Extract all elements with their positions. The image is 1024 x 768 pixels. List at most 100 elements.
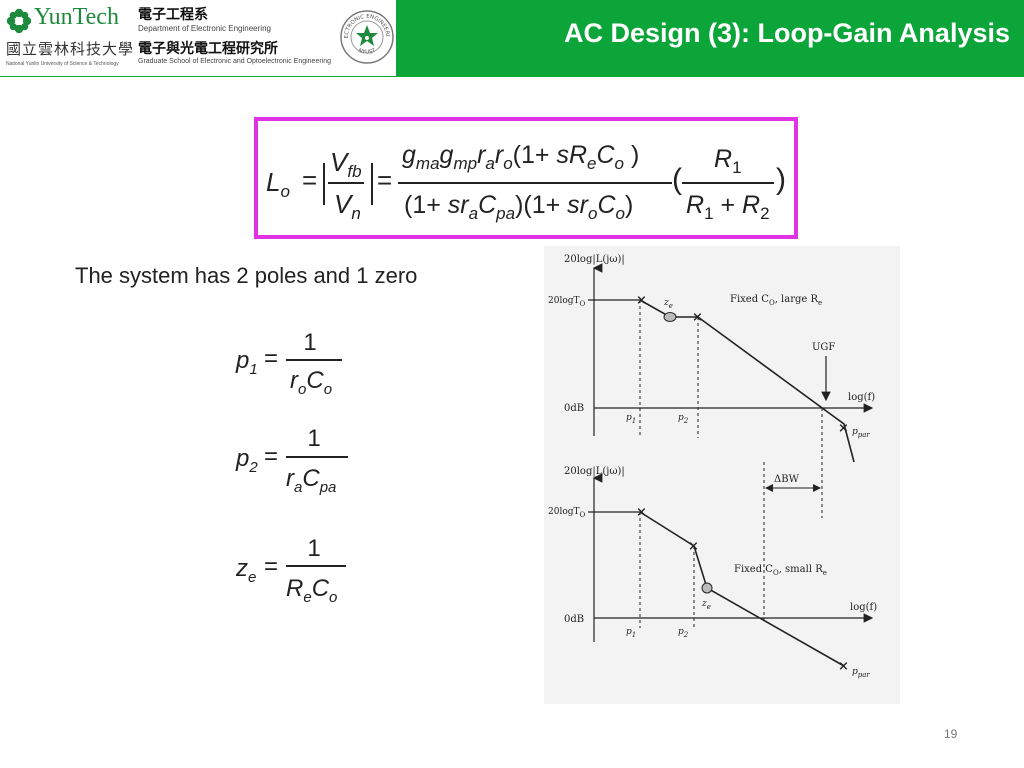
p1-den-a-sub: o	[298, 381, 306, 398]
bottom-note-a-sub: O	[773, 569, 779, 577]
bottom-p2-label: p	[678, 627, 684, 637]
top-note-b: , large R	[775, 294, 819, 305]
r2-den-symbol: R	[742, 191, 760, 219]
den1-open: (1+	[404, 191, 448, 219]
pole-zero-equations: p1 = 1 roCo p2 = 1 raCpa ze = 1 ReCo	[235, 329, 348, 606]
ro-sub: o	[503, 154, 512, 173]
top-xlabel: log(f)	[848, 392, 875, 403]
bottom-zero-marker	[701, 582, 713, 594]
svg-text:p1: p1	[626, 627, 636, 639]
co2-symbol: C	[597, 191, 616, 219]
top-level-label: 20logT	[548, 296, 580, 306]
ze-symbol: z	[235, 555, 248, 582]
top-ze-label: z	[663, 298, 669, 308]
sra-sub: a	[469, 204, 478, 223]
den2-open: (1+	[523, 191, 567, 219]
ze-den-b: C	[312, 575, 330, 602]
bottom-level-sub: O	[580, 511, 586, 519]
r1-num-sub: 1	[732, 158, 741, 177]
svg-text:(1+ sraCpa)(1+ sroCo): (1+ sraCpa)(1+ sroCo)	[404, 191, 633, 223]
svg-text:p1: p1	[235, 347, 258, 378]
equation-p2: p2 = 1 raCpa	[235, 425, 348, 496]
bottom-note-b: , small R	[779, 564, 824, 575]
gma-symbol: g	[402, 141, 416, 169]
top-ppar-marker: ×	[838, 421, 849, 436]
department-seal-icon: ELECTRONIC ENGINEERING NYUST	[339, 1, 394, 64]
graduate-school-en: Graduate School of Electronic and Optoel…	[138, 58, 332, 65]
bottom-ylabel: 20log|L(jω)|	[564, 466, 625, 477]
bottom-note-a: Fixed C	[734, 564, 773, 575]
top-p2-sub: 2	[683, 417, 689, 425]
top-note-a-sub: O	[769, 299, 775, 307]
svg-text:20logTO: 20logTO	[548, 507, 586, 519]
bottom-magnitude-curve	[639, 511, 845, 667]
top-p2-marker: ×	[692, 310, 703, 325]
bottom-p2-sub: 2	[683, 631, 689, 639]
top-ppar-label: p	[852, 427, 858, 437]
bottom-ppar-label: p	[852, 667, 858, 677]
ra-symbol: r	[477, 141, 487, 169]
divider-plus: +	[714, 191, 743, 219]
svg-text:Vn: Vn	[334, 189, 361, 223]
co-sub: o	[615, 154, 624, 173]
r1-den-symbol: R	[686, 191, 704, 219]
top-ugf-label: UGF	[812, 342, 835, 353]
sra-symbol: sr	[448, 191, 471, 219]
top-p1-label: p	[626, 413, 632, 423]
ze-sub: e	[248, 569, 256, 586]
p1-numerator: 1	[303, 329, 316, 356]
ro-symbol: r	[495, 141, 505, 169]
header-title-bar: AC Design (3): Loop-Gain Analysis	[396, 0, 1024, 76]
svg-text:(: (	[672, 163, 682, 196]
co2-sub: o	[616, 204, 625, 223]
num-paren-close: )	[624, 141, 639, 169]
svg-text:ze: ze	[663, 298, 673, 310]
p1-den-a: r	[290, 367, 299, 394]
svg-text:=: =	[264, 345, 278, 372]
p2-sub: 2	[248, 459, 258, 476]
gmp-sub: mp	[453, 154, 477, 173]
ze-den-b-sub: o	[329, 589, 337, 606]
p2-numerator: 1	[307, 425, 320, 452]
svg-text:p2: p2	[235, 445, 258, 476]
svg-text:=: =	[264, 553, 278, 580]
top-level-sub: O	[580, 300, 586, 308]
bottom-level-label: 20logT	[548, 507, 580, 517]
p1-symbol: p	[235, 347, 249, 374]
bottom-p1-marker: ×	[636, 505, 647, 520]
sro-symbol: sr	[567, 191, 590, 219]
ze-numerator: 1	[307, 535, 320, 562]
svg-text:p1: p1	[626, 413, 636, 425]
svg-text:Vfb: Vfb	[330, 147, 362, 181]
top-zero-marker	[663, 312, 677, 322]
vn-sub: n	[351, 204, 360, 223]
bottom-ze-sub: e	[707, 603, 711, 611]
top-ylabel: 20log|L(jω)|	[564, 254, 625, 265]
p1-den-b: C	[306, 367, 324, 394]
svg-text:ze: ze	[701, 599, 711, 611]
svg-text:p2: p2	[678, 627, 689, 639]
cpa-symbol: C	[478, 191, 497, 219]
bottom-xlabel: log(f)	[850, 602, 877, 613]
bottom-p2-marker: ×	[688, 539, 699, 554]
university-name-zh: 國立雲林科技大學	[6, 40, 135, 58]
p2-den-b: C	[302, 465, 320, 492]
sre-symbol: sR	[556, 141, 587, 169]
bode-bottom-plot: 20log|L(jω)| 20logTO 0dB log(f) × × × ΔB…	[548, 462, 877, 679]
bottom-dbw-label: ΔBW	[774, 474, 800, 485]
r1-num-symbol: R	[714, 145, 732, 173]
equation-ze: ze = 1 ReCo	[235, 535, 346, 606]
svg-text:NYUST: NYUST	[357, 48, 377, 56]
svg-text:ze: ze	[235, 555, 256, 586]
svg-text:=: =	[302, 165, 317, 195]
p2-den-a-sub: a	[294, 479, 302, 496]
seal-bottom-text: NYUST	[357, 48, 377, 56]
top-p1-sub: 1	[632, 417, 636, 425]
top-note-a: Fixed C	[730, 294, 769, 305]
svg-text:roCo: roCo	[290, 367, 332, 398]
den2-close: )	[625, 191, 633, 219]
vfb-sub: fb	[347, 162, 361, 181]
bottom-ppar-sub: par	[858, 671, 871, 679]
p1-sub: 1	[249, 361, 257, 378]
top-ppar-sub: par	[858, 431, 871, 439]
